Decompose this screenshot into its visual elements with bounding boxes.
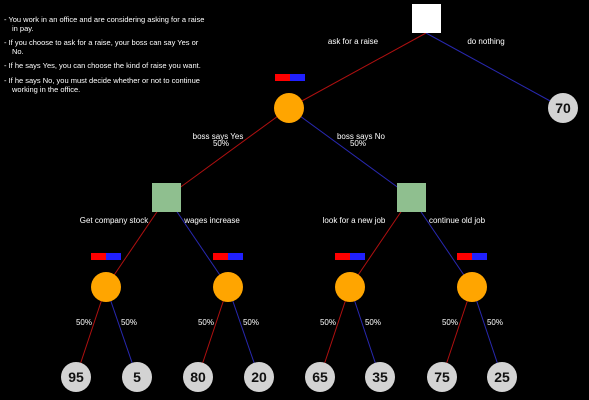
label-do-nothing: do nothing [467, 37, 504, 46]
edge-chance1-right [105, 286, 138, 378]
leaf-node: 95 [61, 362, 91, 392]
label-boss-no: boss says No [337, 132, 386, 141]
chance-pct: 50% [243, 318, 259, 327]
prob-bar-chance1 [91, 253, 121, 260]
prob-bar-chance3 [335, 253, 365, 260]
leaf-node: 70 [548, 93, 578, 123]
chance-pct: 50% [365, 318, 381, 327]
chance-node-company-stock[interactable] [91, 272, 121, 302]
chance-pct: 50% [320, 318, 336, 327]
instructions-panel: - You work in an office and are consider… [4, 15, 209, 100]
edge-chance4-left [441, 286, 473, 378]
label-old-job: continue old job [429, 216, 486, 225]
label-new-job: look for a new job [323, 216, 386, 225]
chance-pct: 50% [121, 318, 137, 327]
leaf-value: 20 [251, 369, 267, 385]
edge-chance2-right [227, 286, 260, 378]
leaf-node: 35 [365, 362, 395, 392]
leaf-value: 80 [190, 369, 206, 385]
leaf-node: 65 [305, 362, 335, 392]
leaf-node: 5 [122, 362, 152, 392]
decision-node-boss-no[interactable] [397, 183, 426, 212]
leaf-value: 70 [555, 100, 571, 116]
edge-do-nothing [425, 32, 564, 109]
leaf-node: 75 [427, 362, 457, 392]
leaf-node: 80 [183, 362, 213, 392]
leaf-value: 35 [372, 369, 388, 385]
edge-boss-no [288, 107, 412, 198]
prob-bar-chance4 [457, 253, 487, 260]
tree-edges [75, 32, 564, 378]
chance-node-wages[interactable] [213, 272, 243, 302]
chance-pct: 50% [76, 318, 92, 327]
chance-node-new-job[interactable] [335, 272, 365, 302]
leaf-node: 20 [244, 362, 274, 392]
chance-pct: 50% [198, 318, 214, 327]
decision-node-boss-yes[interactable] [152, 183, 181, 212]
leaf-node: 25 [487, 362, 517, 392]
chance-pct: 50% [487, 318, 503, 327]
label-wages-increase: wages increase [183, 216, 240, 225]
instruction-4: - If he says No, you must decide whether… [4, 75, 200, 94]
edge-chance4-right [471, 286, 503, 378]
prob-bar-chance2 [213, 253, 243, 260]
leaf-value: 75 [434, 369, 450, 385]
instruction-1: - You work in an office and are consider… [4, 15, 205, 33]
edge-boss-yes [166, 107, 290, 198]
edge-chance2-left [197, 286, 229, 378]
label-boss-yes-pct: 50% [213, 139, 229, 148]
edge-chance3-right [349, 286, 381, 378]
leaf-value: 25 [494, 369, 510, 385]
chance-pct: 50% [442, 318, 458, 327]
leaf-value: 5 [133, 369, 141, 385]
label-boss-no-pct: 50% [350, 139, 366, 148]
root-decision-node[interactable] [412, 4, 441, 33]
edge-chance3-left [319, 286, 351, 378]
instruction-3: - If he says Yes, you can choose the kin… [4, 61, 201, 71]
prob-bar-boss [275, 74, 305, 81]
chance-node-old-job[interactable] [457, 272, 487, 302]
leaf-value: 95 [68, 369, 84, 385]
label-company-stock: Get company stock [80, 216, 149, 225]
leaf-value: 65 [312, 369, 328, 385]
edge-chance1-left [75, 286, 107, 378]
instruction-2: - If you choose to ask for a raise, your… [4, 38, 199, 56]
chance-node-boss[interactable] [274, 93, 304, 123]
label-boss-yes: boss says Yes [193, 132, 244, 141]
edge-ask-raise [288, 32, 427, 109]
label-ask-raise: ask for a raise [328, 37, 379, 46]
